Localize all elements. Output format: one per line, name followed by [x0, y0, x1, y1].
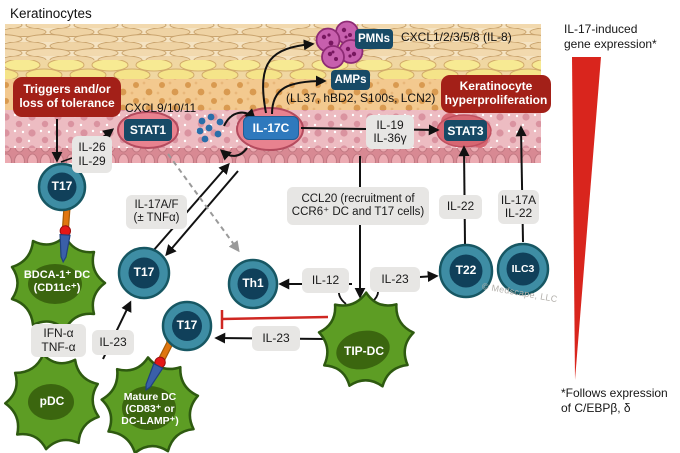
amp-detail-label: (LL37, hBD2, S100s, LCN2): [286, 91, 436, 105]
inhibition-line: [220, 310, 329, 329]
il17a-il22-label: IL-17A IL-22: [498, 190, 539, 224]
ilc3-label: ILC3: [511, 263, 535, 276]
t22-label: T22: [455, 263, 477, 278]
gradient-heading: IL-17-induced gene expression*: [564, 22, 657, 51]
mature-dc-label: Mature DC (CD83⁺ or DC-LAMP⁺): [121, 390, 179, 428]
stat3-box: STAT3: [444, 120, 487, 141]
pmns-label-box: PMNs: [355, 29, 393, 49]
ccl20-label: CCL20 (recruitment of CCR6⁺ DC and T17 c…: [287, 187, 429, 225]
tip-dc-label: TIP-DC: [344, 344, 384, 359]
t17-epidermal-label: T17: [51, 179, 73, 194]
amps-label-box: AMPs: [331, 70, 370, 90]
bdca1-dc-label: BDCA-1⁺ DC (CD11c⁺): [23, 269, 91, 294]
gene-expression-gradient-triangle: [572, 57, 601, 380]
t17-mature-label: T17: [176, 318, 198, 333]
dendritic-cells: [0, 234, 433, 453]
il19-il36g-label: IL-19 IL-36γ: [366, 115, 414, 149]
triggers-box: Triggers and/or loss of tolerance: [13, 77, 121, 117]
cxcl1-il8-label: CXCL1/2/3/5/8 (IL-8): [401, 30, 512, 44]
il23-to-t22-label: IL-23: [370, 267, 420, 292]
il17af-tnf-label: IL-17A/F (± TNFα): [126, 195, 187, 229]
footnote: *Follows expression of C/EBPβ, δ: [561, 386, 668, 415]
il26-il29-label: IL-26 IL-29: [72, 136, 112, 173]
diagram-title: Keratinocytes: [10, 6, 92, 21]
th1-label: Th1: [242, 276, 264, 291]
pdc-label: pDC: [39, 394, 65, 409]
il23-to-t17-label: IL-23: [252, 326, 300, 351]
lymphoid-cells: [37, 162, 550, 352]
cxcl9-label: CXCL9/10/11: [125, 101, 197, 115]
hyperproliferation-box: Keratinocyte hyperproliferation: [441, 75, 551, 113]
stat1-box: STAT1: [124, 119, 172, 141]
il22-label: IL-22: [439, 195, 482, 219]
pmn-neutrophil-cluster: [315, 20, 364, 69]
t17-dermal-label: T17: [133, 265, 155, 280]
ifna-tnfa-label: IFN-α TNF-α: [31, 324, 86, 357]
il12-label: IL-12: [302, 268, 349, 293]
il17c-receptor-box: IL-17C: [243, 116, 299, 140]
il23-mature-dc-label: IL-23: [92, 330, 134, 355]
il17c-molecules-dots: [196, 113, 224, 143]
